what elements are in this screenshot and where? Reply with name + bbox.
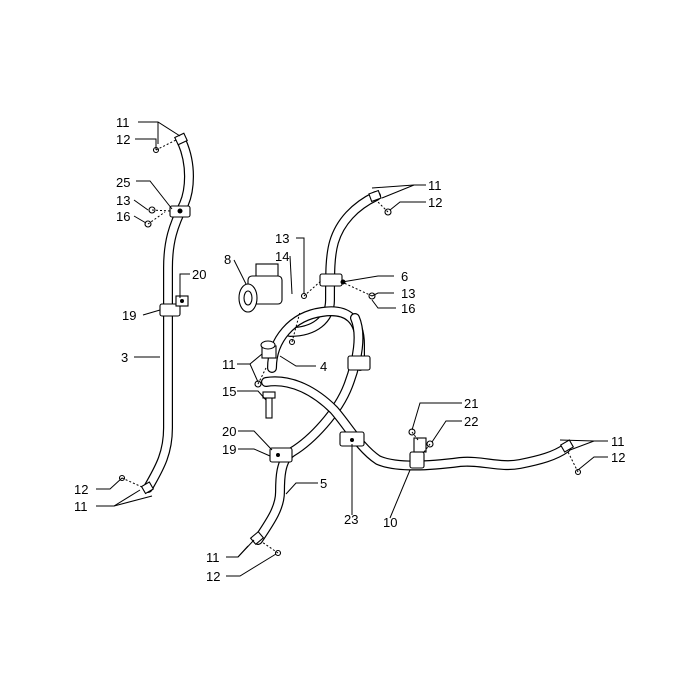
label-21: 21 (464, 396, 478, 411)
fitting-4 (260, 340, 277, 359)
label-5: 5 (320, 476, 327, 491)
label-13-top-center: 13 (275, 231, 289, 246)
component-8-cylinder (238, 263, 283, 313)
label-10: 10 (383, 515, 397, 530)
label-15: 15 (222, 384, 236, 399)
label-11-center: 11 (222, 357, 236, 372)
label-3: 3 (121, 350, 128, 365)
leader-lines (96, 121, 608, 577)
dashed-assembly-lines (121, 139, 579, 554)
clamp-10 (409, 437, 427, 469)
label-19-left: 19 (122, 308, 136, 323)
label-11-bottom-left: 11 (74, 499, 88, 514)
label-13-right: 13 (401, 286, 415, 301)
clamp-25 (169, 205, 191, 218)
label-11-right: 11 (611, 434, 625, 449)
bolt-15 (262, 391, 276, 419)
clamp-19-20-left (159, 295, 189, 317)
clamp-23 (339, 431, 365, 447)
label-11-top-left: 11 (116, 115, 130, 130)
label-12-top-left: 12 (116, 132, 130, 147)
label-11-top-right: 11 (428, 178, 442, 193)
label-6: 6 (401, 269, 408, 284)
label-4: 4 (320, 359, 327, 374)
clamp-pipe-4-right (347, 355, 371, 371)
label-14: 14 (275, 249, 289, 264)
label-13-left: 13 (116, 193, 130, 208)
label-12-right: 12 (611, 450, 625, 465)
pipe-3 (143, 137, 194, 493)
label-12-bottom-center: 12 (206, 569, 220, 584)
label-11-bottom-center: 11 (206, 550, 220, 565)
label-8: 8 (224, 252, 231, 267)
label-20-center: 20 (222, 424, 236, 439)
pipe-10 (261, 376, 571, 471)
label-12-top-right: 12 (428, 195, 442, 210)
label-16-left: 16 (116, 209, 130, 224)
label-23: 23 (344, 512, 358, 527)
label-22: 22 (464, 414, 478, 429)
pipe-6 (285, 191, 381, 337)
clamp-6 (319, 273, 346, 287)
label-16-right: 16 (401, 301, 415, 316)
label-19-center: 19 (222, 442, 236, 457)
label-25: 25 (116, 175, 130, 190)
part-labels: 11 12 25 13 16 20 19 3 12 11 11 12 13 14… (74, 115, 625, 584)
clamp-19-20-center (269, 447, 293, 463)
label-20-left: 20 (192, 267, 206, 282)
label-12-bottom-left: 12 (74, 482, 88, 497)
